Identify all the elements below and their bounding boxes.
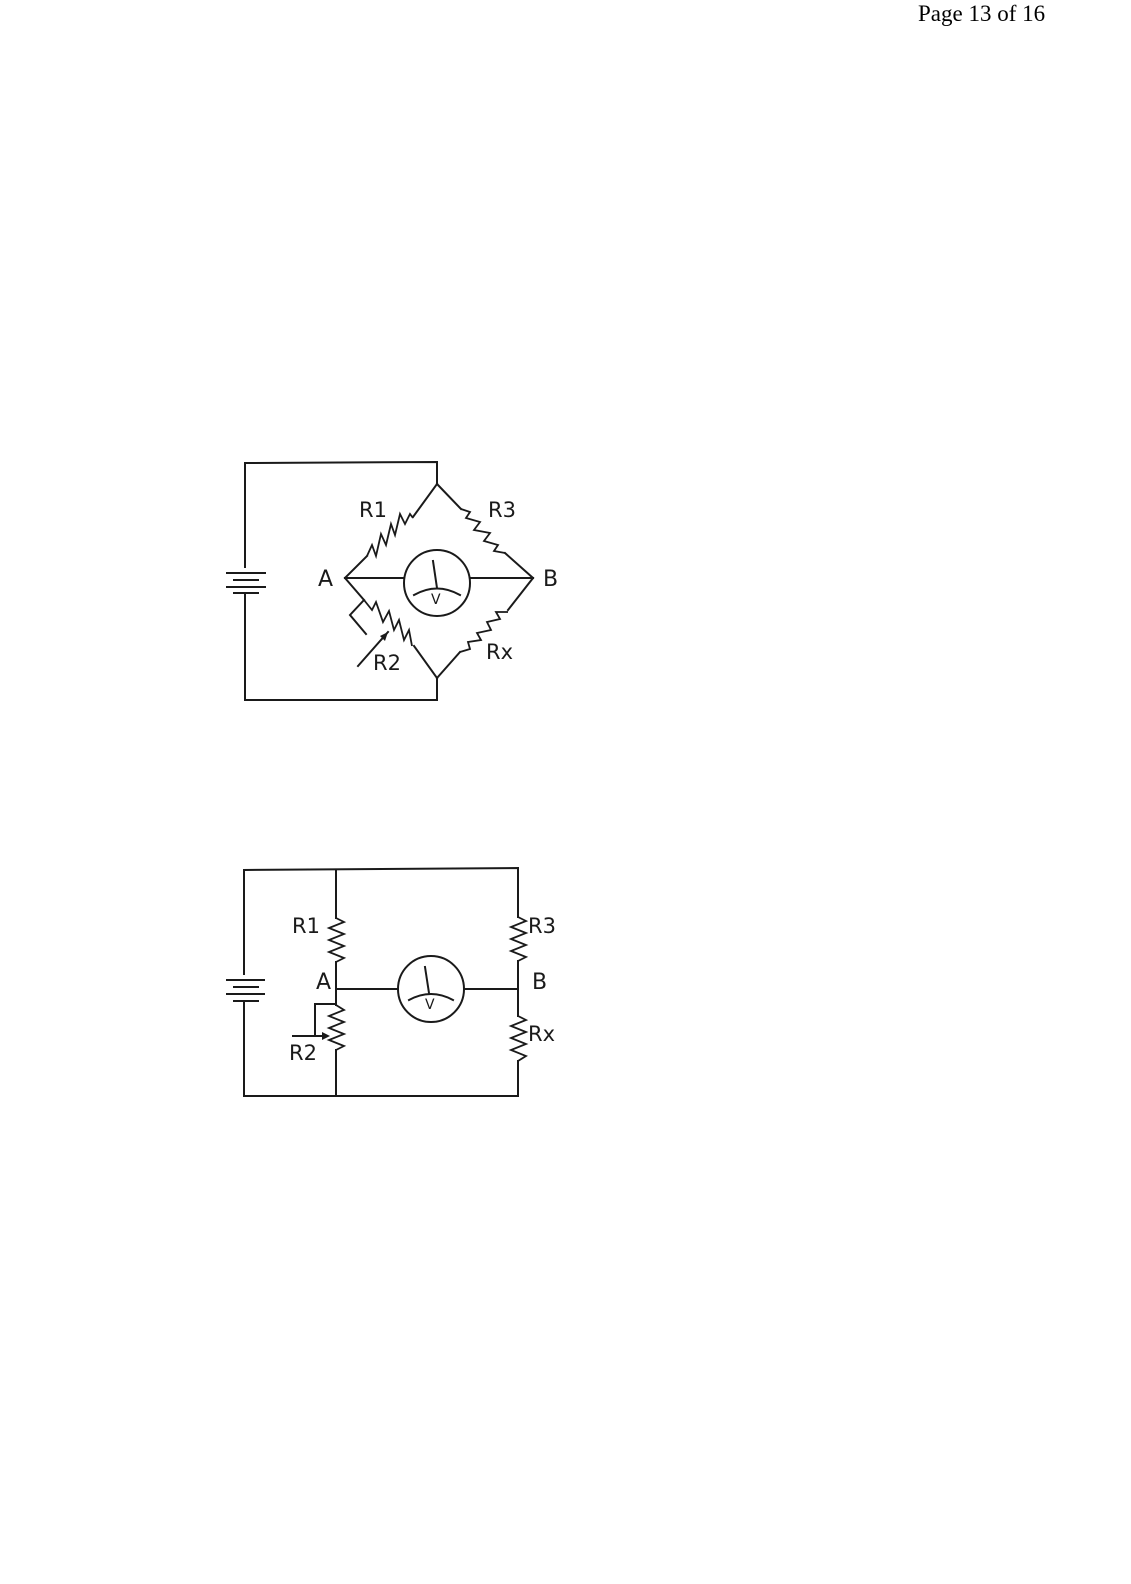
resistor-r3 — [508, 916, 529, 962]
label-r3: R3 — [528, 914, 556, 938]
label-r1: R1 — [359, 498, 387, 522]
meter-label: V — [431, 592, 441, 608]
label-node-a: A — [316, 970, 331, 995]
resistor-r3 — [435, 482, 535, 580]
label-r1: R1 — [292, 914, 320, 938]
label-node-b: B — [532, 970, 547, 995]
battery-icon — [226, 572, 266, 594]
battery-icon — [226, 979, 265, 1002]
label-node-b: B — [543, 567, 558, 592]
label-r3: R3 — [488, 498, 516, 522]
label-rx: Rx — [486, 640, 513, 664]
label-r2: R2 — [289, 1041, 317, 1065]
wire-bottom — [243, 1000, 519, 1097]
voltmeter-icon: V — [403, 549, 471, 617]
wire-bottom — [244, 592, 438, 701]
resistor-r2 — [292, 1003, 347, 1051]
voltmeter-icon: V — [397, 955, 465, 1023]
label-r2: R2 — [373, 651, 401, 675]
page-number: Page 13 of 16 — [918, 1, 1046, 26]
label-rx: Rx — [528, 1022, 555, 1046]
wire-top — [244, 460, 438, 568]
bridge-diagram-rectangular: V R1 R3 A B R2 Rx — [226, 866, 556, 1097]
resistor-r2 — [343, 576, 439, 680]
wire-top — [243, 866, 519, 975]
resistor-rx — [508, 1015, 529, 1062]
label-node-a: A — [318, 567, 333, 592]
meter-label: V — [425, 997, 435, 1013]
resistor-rx — [435, 576, 535, 680]
bridge-diagram-diamond: V R1 R3 A B R2 Rx — [226, 460, 558, 701]
resistor-r1 — [343, 482, 439, 580]
resistor-r1 — [326, 917, 347, 963]
